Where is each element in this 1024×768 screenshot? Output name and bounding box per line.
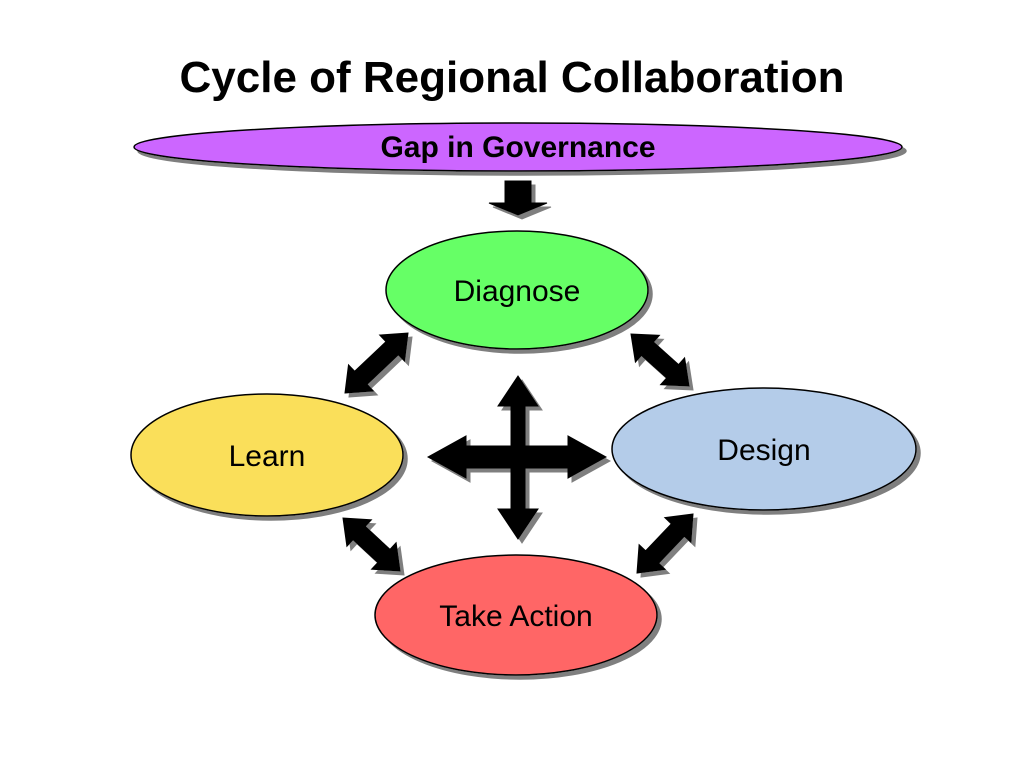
node-diagnose: Diagnose [385,230,649,350]
design-ellipse [611,387,917,511]
center-four-way-arrow [426,375,608,540]
learn-ellipse [130,393,404,517]
node-design: Design [611,387,917,511]
node-learn: Learn [130,393,404,517]
banner-down-arrow [488,180,548,216]
banner-label: Gap in Governance [380,131,655,164]
diagnose-ellipse [385,230,649,350]
take-action-learn-arrow [342,517,401,572]
gap-in-governance-banner: Gap in Governance [133,122,903,172]
slide-title: Cycle of Regional Collaboration [179,53,845,102]
connector-arrows [342,332,694,574]
node-take-action: Take Action [374,554,658,676]
design-take-action-arrow [636,513,694,574]
diagnose-design-arrow [630,333,690,387]
diagnose-label: Diagnose [454,275,581,308]
take-action-ellipse [374,554,658,676]
learn-label: Learn [229,440,306,473]
banner-ellipse [133,122,903,172]
design-label: Design [717,434,810,467]
learn-diagnose-arrow [344,332,409,394]
take-action-label: Take Action [439,600,592,633]
